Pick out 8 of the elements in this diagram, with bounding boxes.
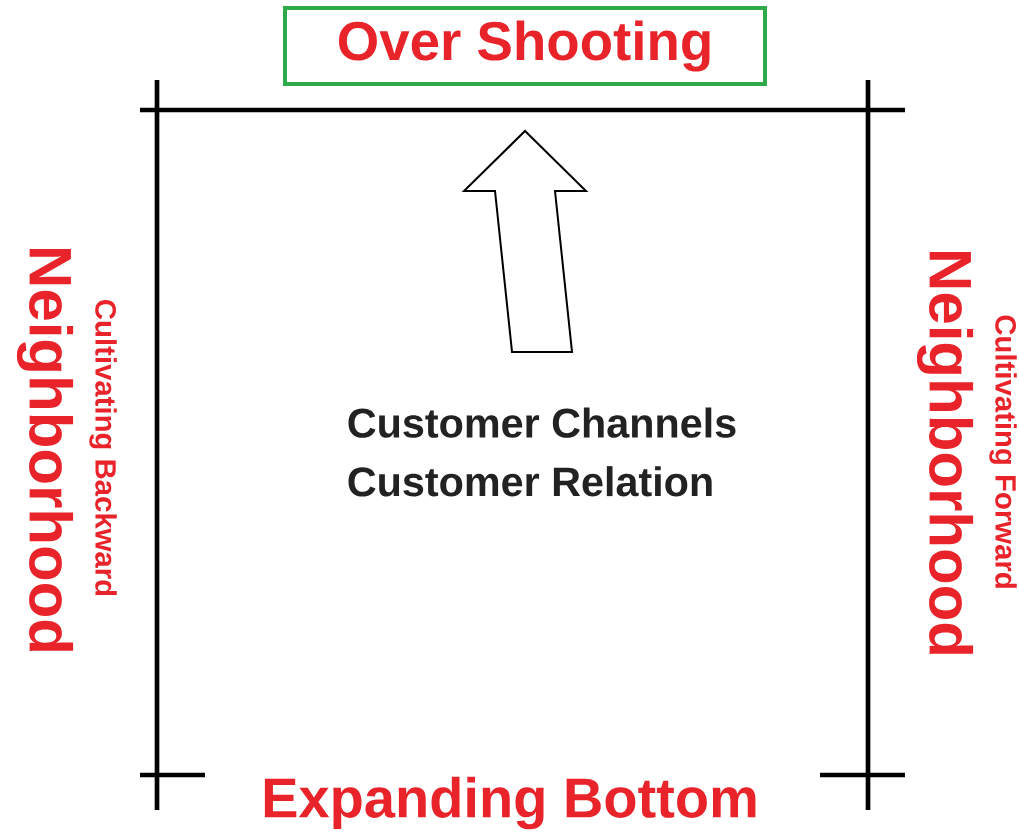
- side-label: Neighborhood: [916, 252, 974, 655]
- center-text: Customer Channels Customer Relation: [348, 407, 736, 497]
- side-label: Neighborhood: [16, 249, 74, 652]
- side-label: Expanding Bottom: [264, 776, 756, 830]
- side-label: Cultivating Backward: [89, 300, 117, 596]
- side-label: Cultivating Forward: [989, 315, 1017, 588]
- title-box: Over Shooting: [283, 6, 767, 86]
- block-arrow: [461, 129, 589, 353]
